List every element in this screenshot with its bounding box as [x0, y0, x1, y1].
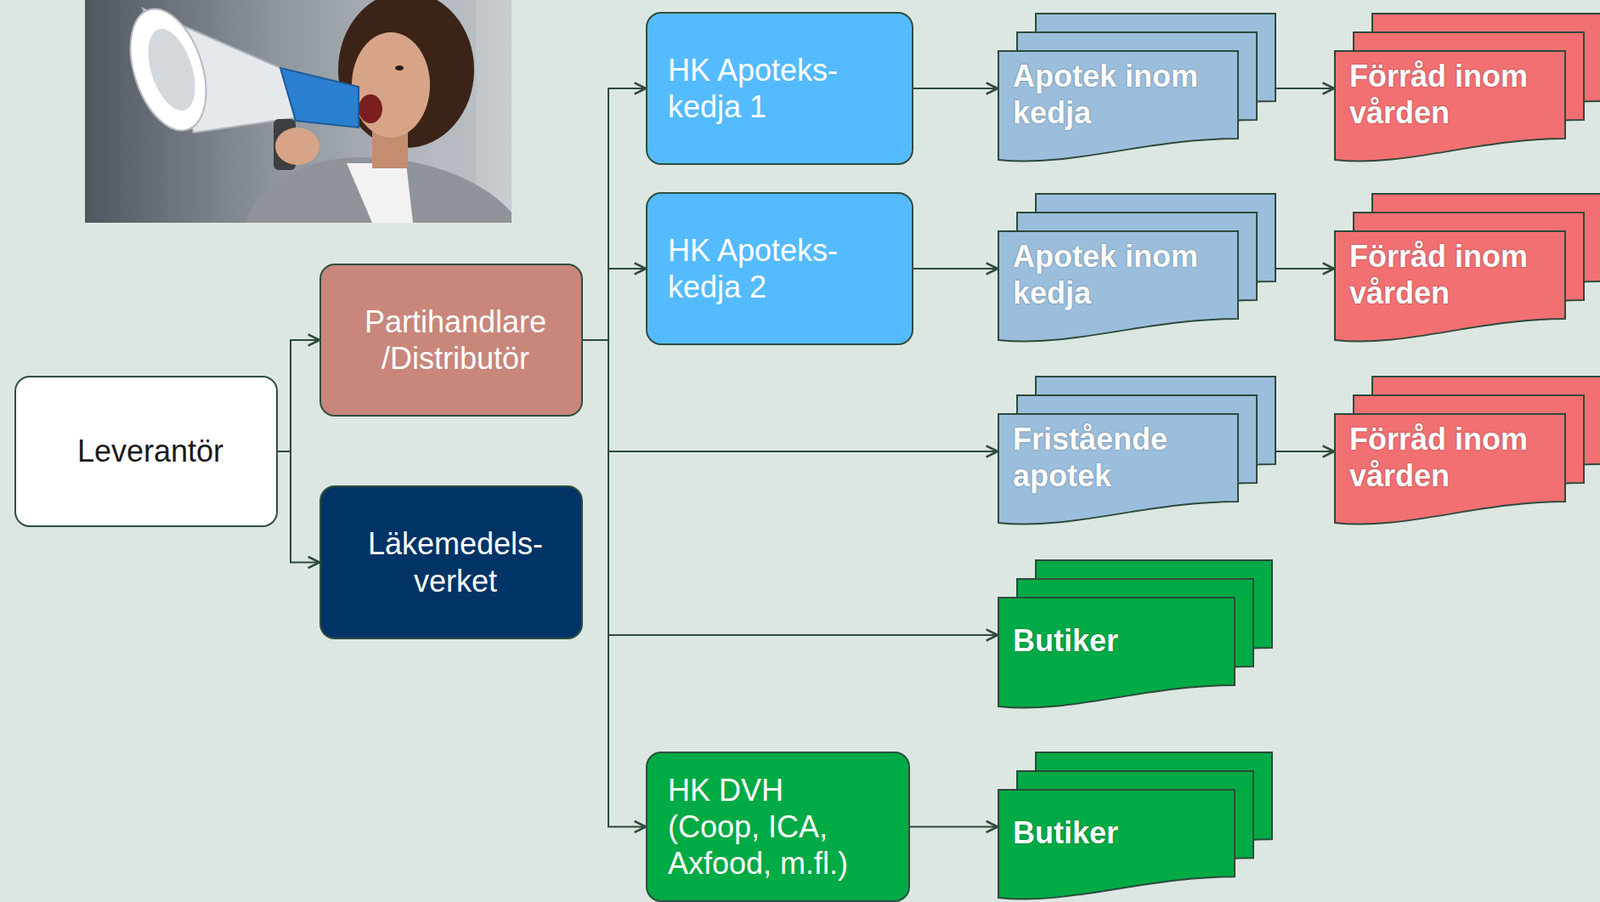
node-label: Apotek inom kedja [1012, 237, 1231, 311]
connector-arrow [913, 267, 998, 270]
document-sheet [1334, 50, 1566, 162]
connector-arrow [582, 339, 646, 827]
process-box: HK Apoteks- kedja 1 [645, 11, 914, 165]
document-stack: Förråd inom vården [1334, 375, 1600, 527]
document-stack: Apotek inom kedja [997, 12, 1277, 164]
node-label: Förråd inom vården [1349, 57, 1558, 131]
node-label: Läkemedels- verket [341, 525, 570, 599]
process-box: HK Apoteks- kedja 2 [645, 192, 914, 345]
megaphone-inner [139, 22, 205, 117]
node-label: HK DVH (Coop, ICA, Axfood, m.fl.) [667, 771, 866, 882]
node-label: Partihandlare /Distributör [341, 303, 570, 377]
connector-arrow [582, 268, 646, 340]
connector-arrow [1276, 87, 1335, 90]
document-stack: Butiker [997, 751, 1273, 902]
connector-arrow [1276, 450, 1335, 453]
document-sheet [998, 413, 1239, 525]
document-stack: Förråd inom vården [1334, 12, 1600, 164]
node-label: Förråd inom vården [1349, 237, 1558, 311]
node-label: Leverantör [77, 432, 224, 470]
face [351, 32, 430, 138]
document-sheet [998, 50, 1239, 162]
connector-arrow [582, 339, 998, 452]
node-label: Butiker [1012, 814, 1119, 851]
node-label: HK Apoteks- kedja 1 [667, 51, 900, 125]
process-box: Läkemedels- verket [319, 485, 583, 639]
document-sheet [998, 231, 1239, 342]
document-sheet [1334, 231, 1566, 342]
eye [395, 65, 404, 71]
node-label: Fristående apotek [1012, 420, 1231, 494]
megaphone-body [280, 67, 359, 128]
document-stack: Fristående apotek [997, 375, 1277, 527]
document-sheet [998, 597, 1235, 708]
process-box: Leverantör [14, 375, 278, 527]
document-stack: Apotek inom kedja [997, 192, 1277, 345]
document-stack: Förråd inom vården [1334, 192, 1600, 345]
node-label: HK Apoteks- kedja 2 [667, 231, 900, 306]
connector-arrow [1276, 267, 1335, 270]
connector-arrow [277, 451, 320, 563]
photo-woman-megaphone [84, 0, 512, 223]
document-sheet [998, 789, 1235, 899]
connector-arrow [582, 339, 998, 635]
node-label: Apotek inom kedja [1012, 57, 1231, 131]
megaphone-mouth [116, 0, 221, 141]
node-label: Butiker [1012, 621, 1119, 659]
node-label: Förråd inom vården [1349, 420, 1558, 494]
connector-arrow [277, 339, 320, 452]
document-stack: Butiker [997, 559, 1273, 711]
connector-arrow [913, 87, 998, 90]
document-sheet [1334, 413, 1566, 525]
connector-arrow [910, 825, 998, 828]
connector-arrow [582, 88, 646, 340]
process-box: Partihandlare /Distributör [319, 263, 583, 417]
process-box: HK DVH (Coop, ICA, Axfood, m.fl.) [645, 751, 911, 902]
mouth [358, 94, 383, 124]
hand [275, 127, 320, 165]
shirt [346, 163, 413, 223]
